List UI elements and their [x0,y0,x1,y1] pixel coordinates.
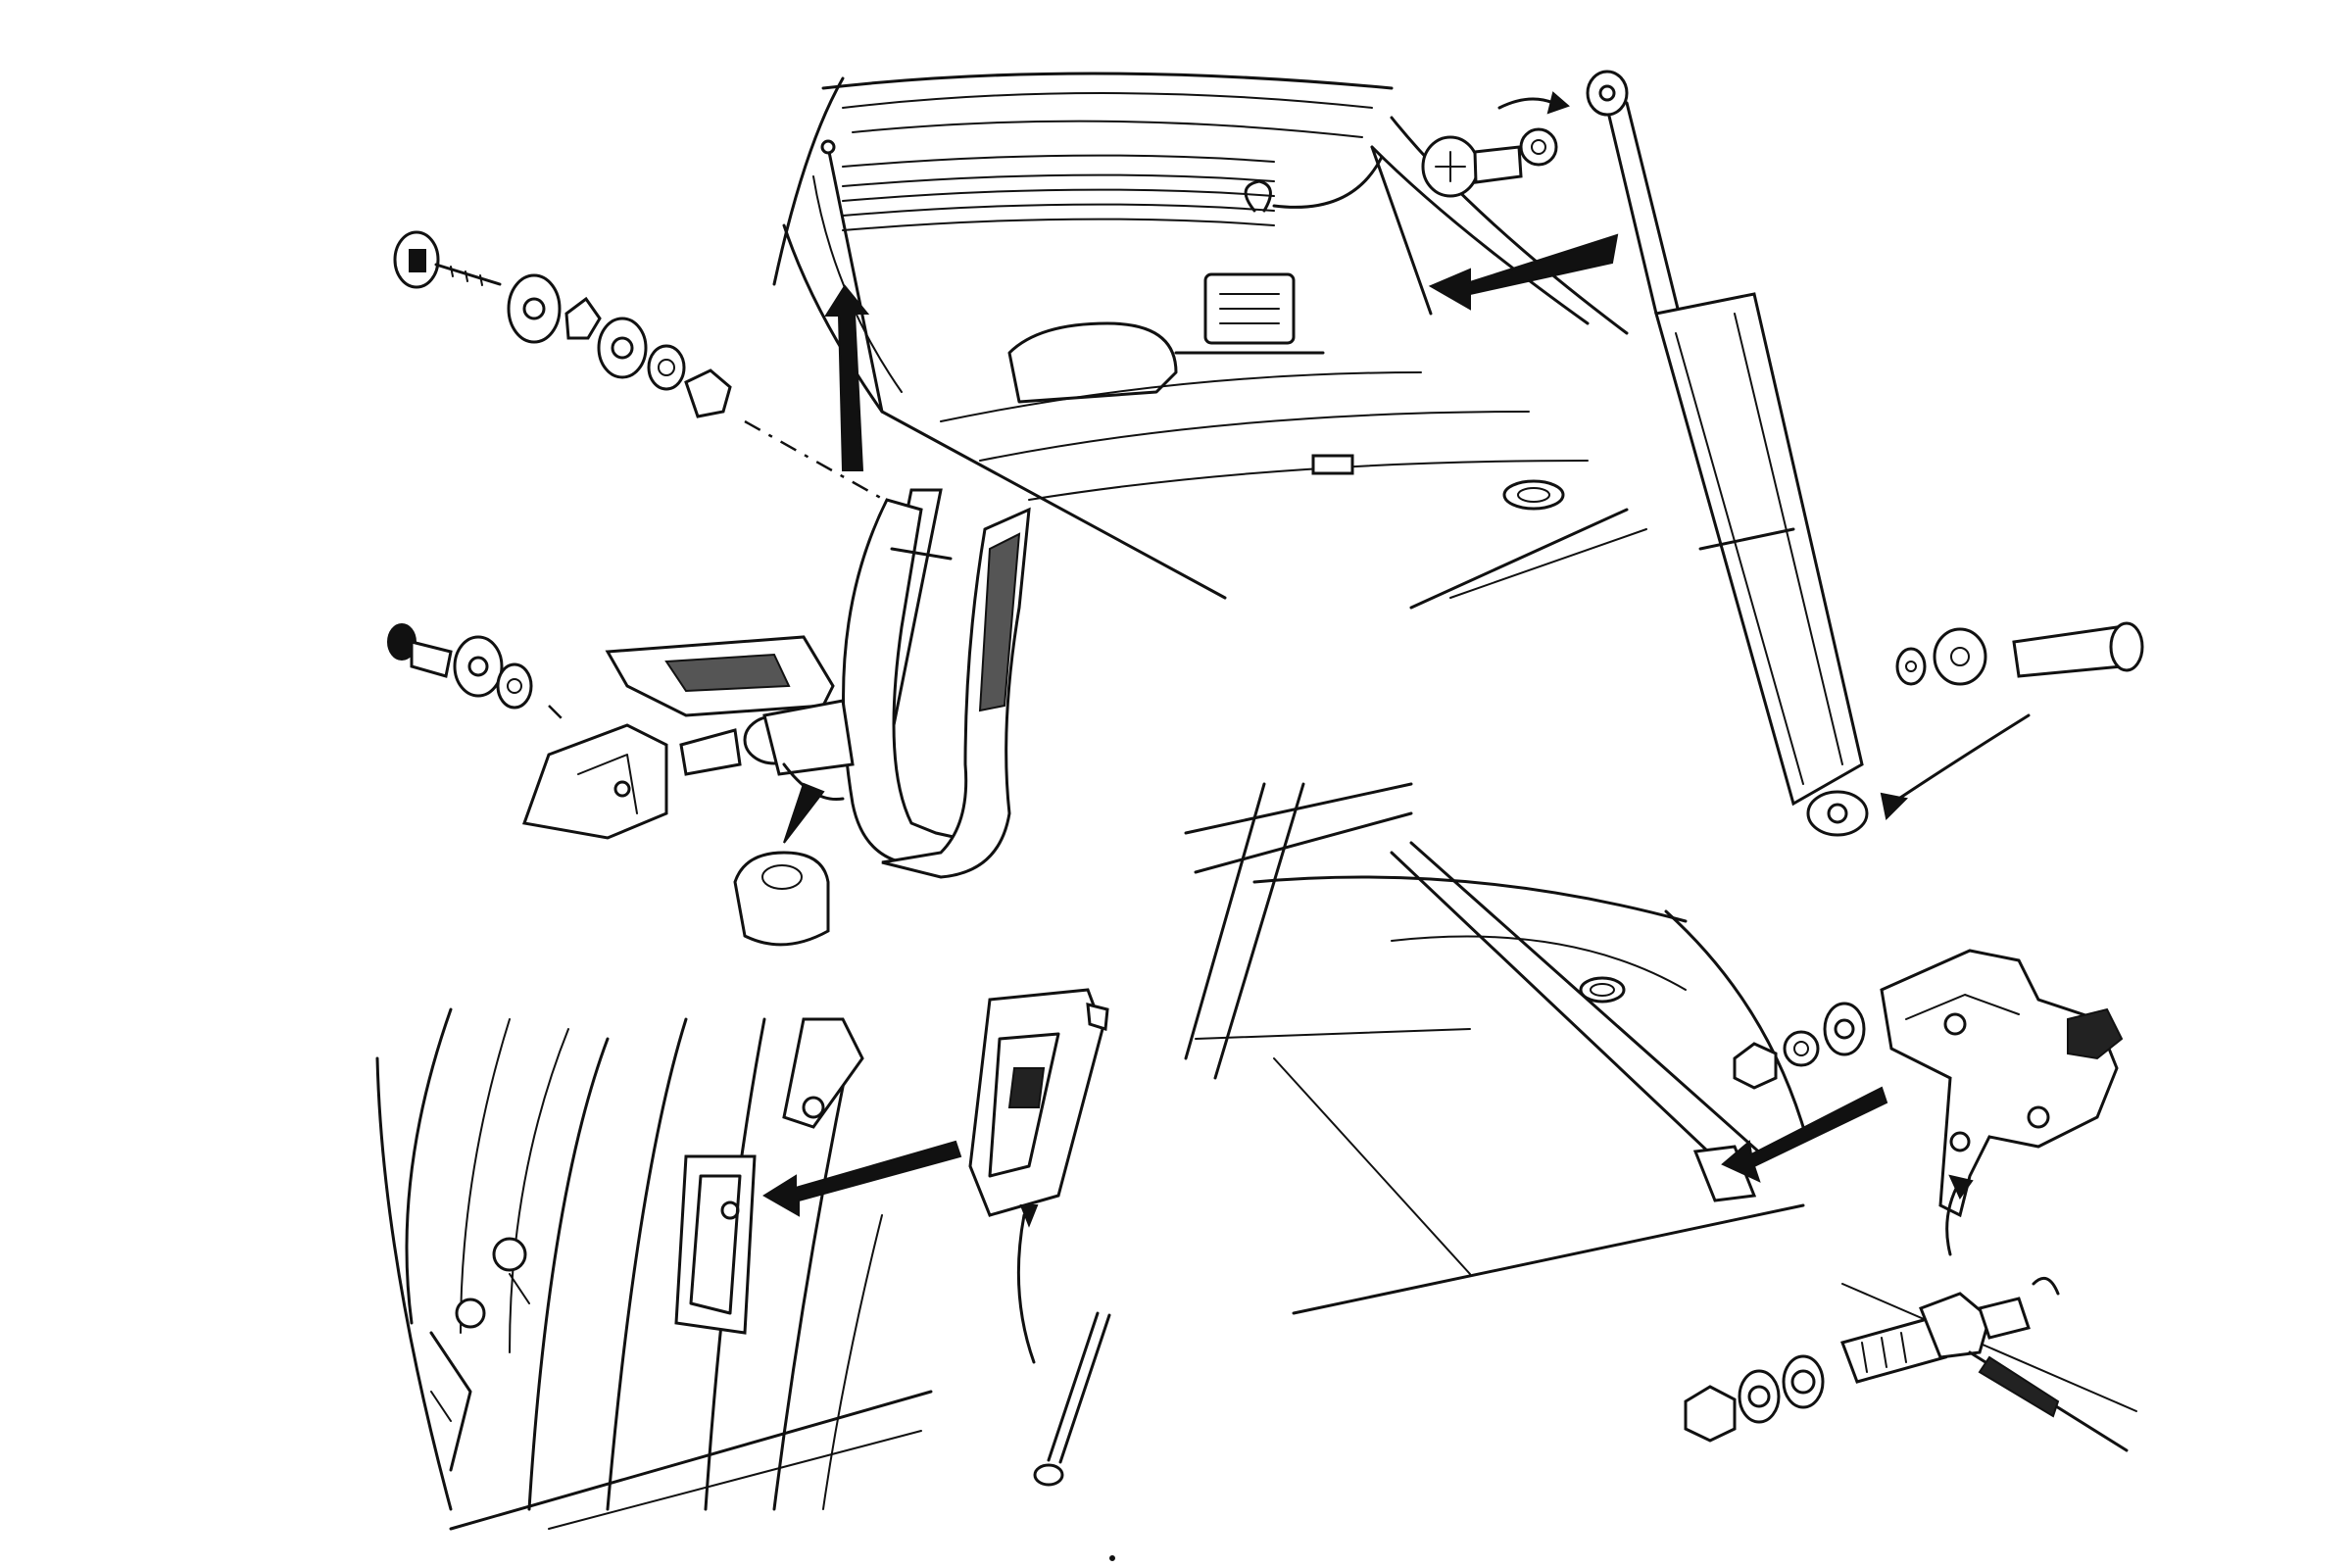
arrow-up-icon [824,284,870,471]
release-handle-view [375,988,1111,1531]
arrow-left-icon [1428,233,1619,311]
print-dot [1109,1555,1115,1561]
boot-latch-view [1184,782,2137,1452]
arrow-left-icon [1721,1086,1888,1183]
arrow-left-icon [762,1140,962,1217]
hinge-assembly [387,230,1031,947]
boot-interior-view [772,72,1647,610]
gas-strut-assembly [1421,70,2144,837]
